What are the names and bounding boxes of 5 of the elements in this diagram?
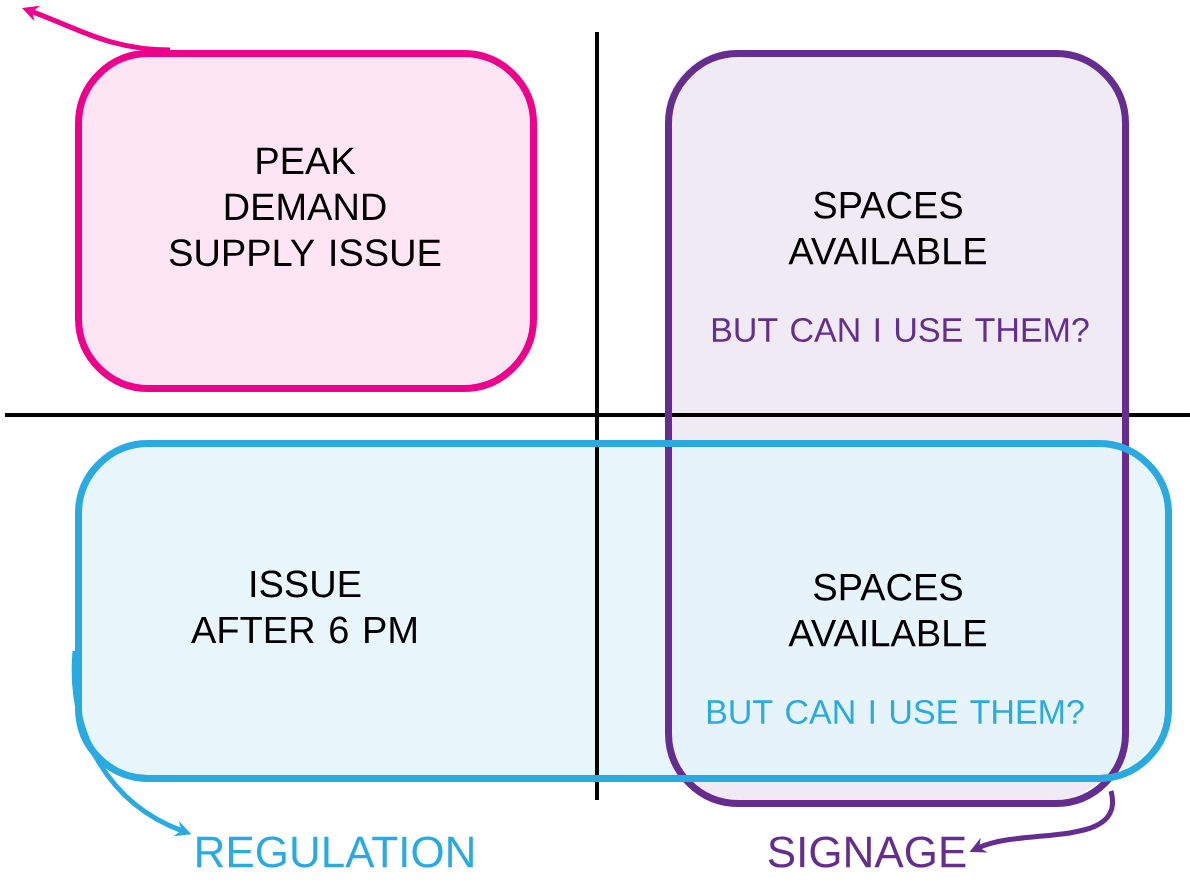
box-heading: SPACES AVAILABLE (788, 573, 986, 647)
category-label: REGULATION (197, 836, 473, 868)
handwritten-note: BUT CAN I USE THEM? (707, 699, 1084, 725)
category-label: SIGNAGE (768, 836, 966, 868)
rounded-box: PEAK DEMAND SUPPLY ISSUE (75, 50, 537, 392)
